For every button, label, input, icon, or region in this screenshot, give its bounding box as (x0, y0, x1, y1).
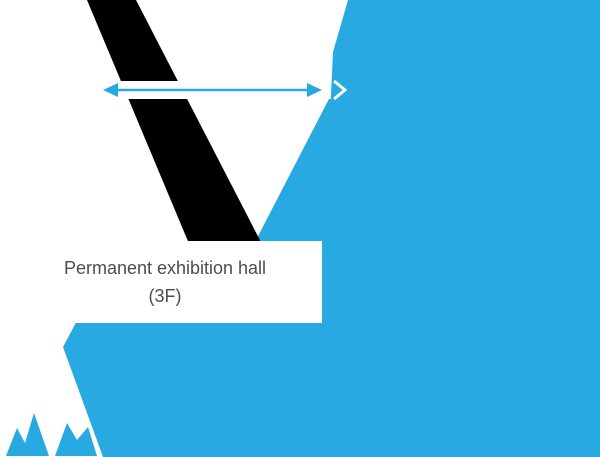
arrow-head-right (307, 83, 322, 97)
decorative-peak-right (55, 423, 97, 456)
building-floor-shape (63, 0, 600, 457)
floor-label-permanent-exhibition-hall[interactable]: Permanent exhibition hall (3F) (8, 241, 322, 323)
decorative-peak-left (6, 413, 49, 456)
roof-wedge-shape (87, 0, 263, 246)
floor-label-name: Permanent exhibition hall (63, 258, 267, 279)
arrow-head-left (103, 83, 118, 97)
arrow-chevron-white (333, 79, 348, 101)
dimension-arrow-icon (103, 79, 348, 101)
floor-label-level: (3F) (148, 285, 182, 306)
